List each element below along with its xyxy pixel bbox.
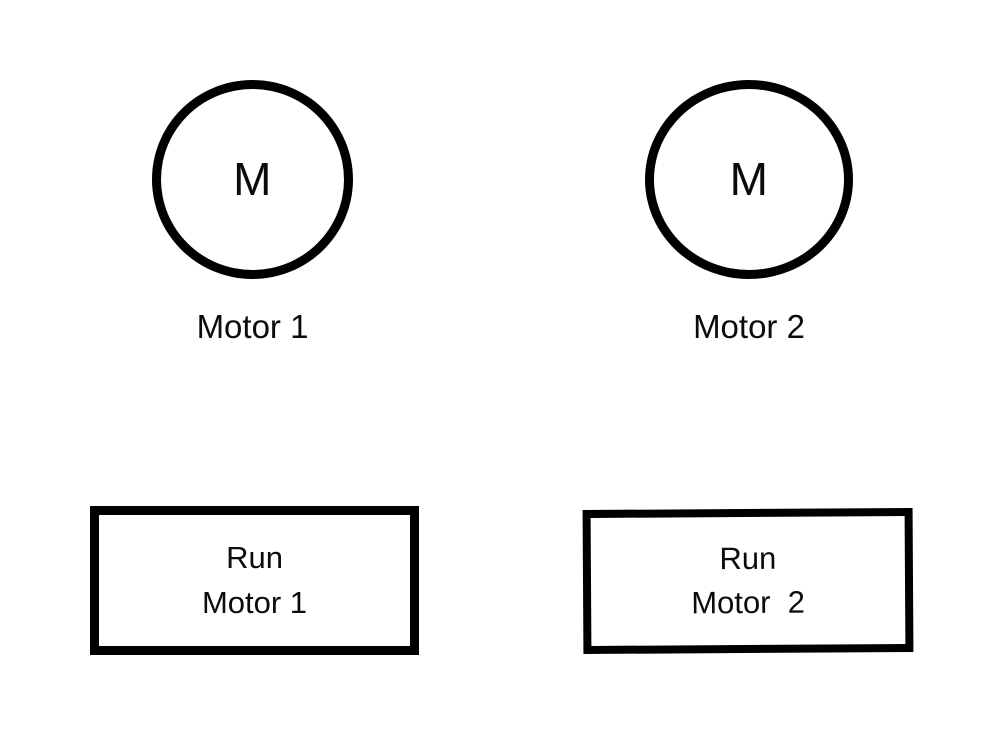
run-motor-1-button[interactable]: Run Motor 1: [90, 506, 419, 655]
motor-2-symbol-letter: M: [729, 152, 769, 205]
run-motor-2-button-label-line-1: Run: [719, 540, 777, 577]
motor-1-symbol-circle: M: [152, 80, 353, 279]
motor-1-symbol-letter: M: [233, 152, 272, 205]
motor-1-label: Motor 1: [196, 308, 309, 345]
motor-2-symbol-circle: M: [645, 80, 853, 279]
run-motor-1-button-label-line-1: Run: [226, 540, 283, 576]
run-motor-1-button-label-line-2: Motor 1: [201, 584, 308, 620]
run-motor-2-button-label-line-2: Motor 2: [691, 584, 806, 621]
motor-2-label: Motor 2: [693, 308, 805, 345]
run-motor-2-button[interactable]: Run Motor 2: [582, 507, 914, 655]
